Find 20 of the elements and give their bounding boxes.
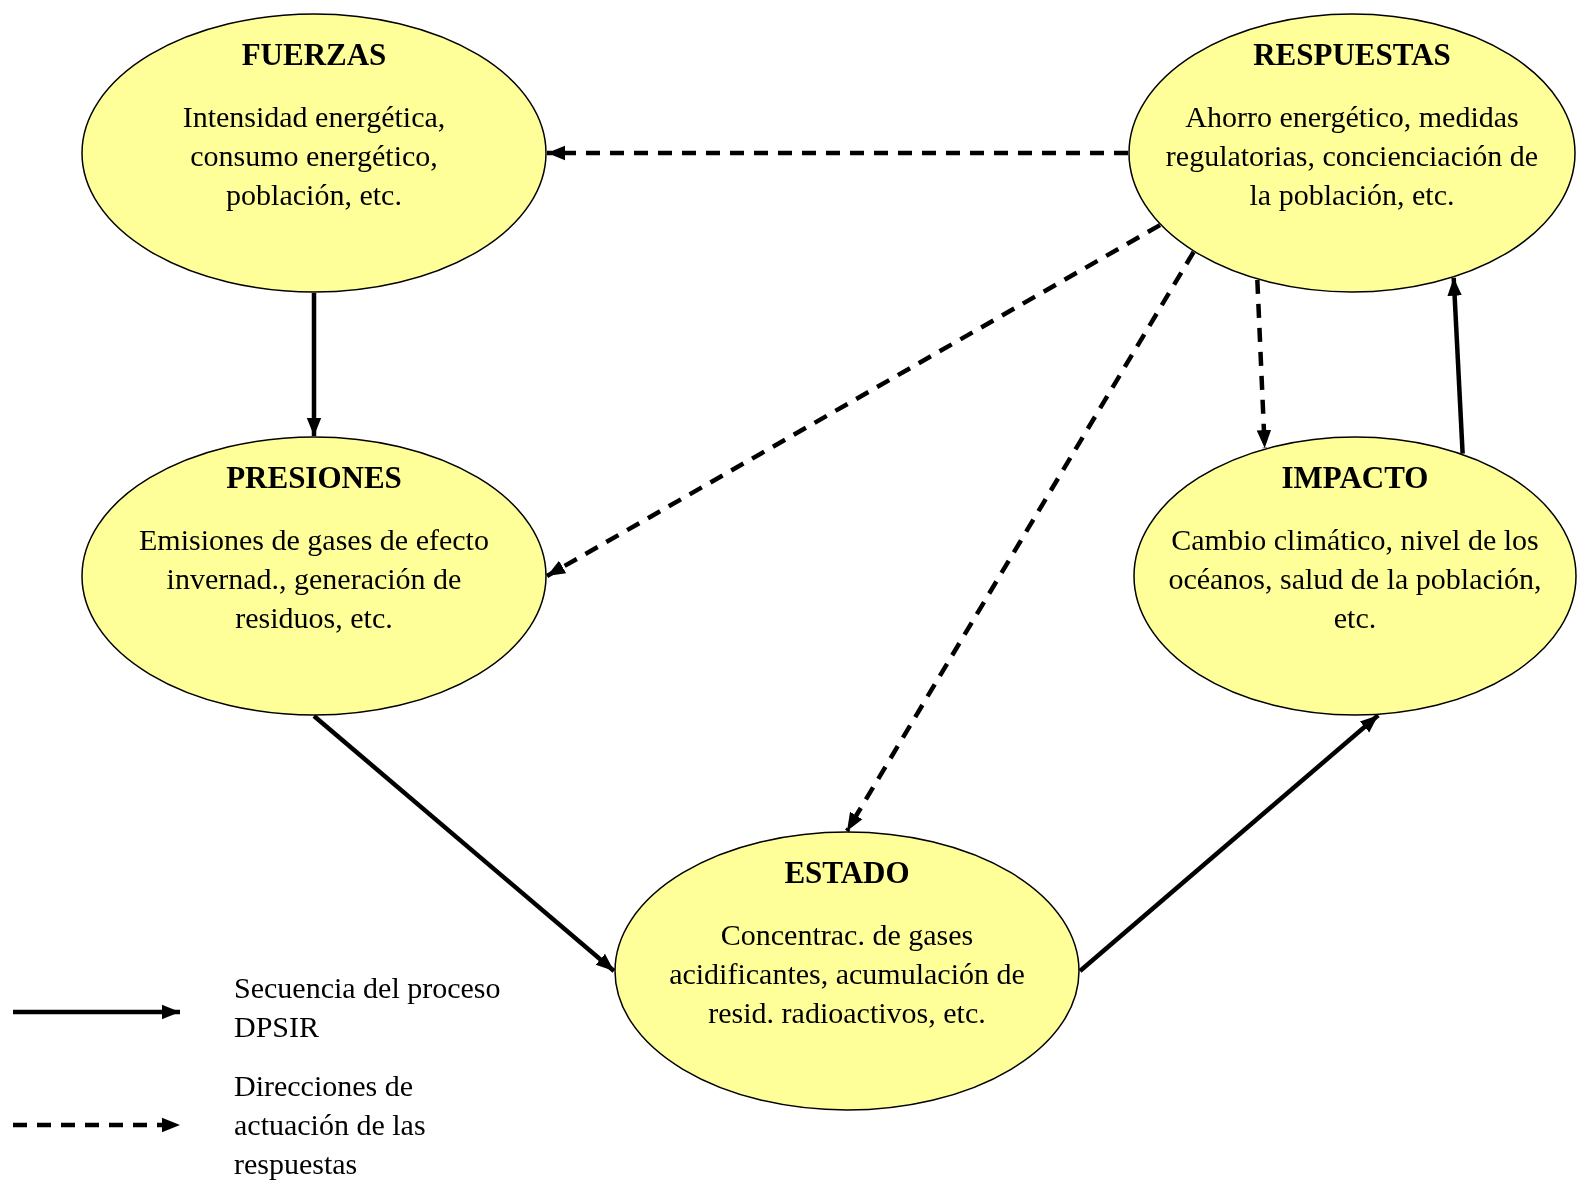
node-heading: PRESIONES	[225, 460, 403, 496]
node-description: Ahorro energético, medidas regulatorias, concienciación de la población, etc.	[1164, 99, 1540, 213]
legend-label: Direcciones de actuación de las respuestas	[234, 1068, 427, 1182]
arrow	[1078, 713, 1380, 973]
node-description: Intensidad energética, consumo energético, población, etc.	[181, 99, 447, 213]
arrow	[545, 223, 1162, 578]
arrow	[306, 293, 322, 436]
node-heading: IMPACTO	[1280, 460, 1430, 496]
arrow	[312, 714, 616, 973]
legend-label: Secuencia del proceso DPSIR	[234, 970, 502, 1045]
arrow	[845, 250, 1196, 833]
node-heading: ESTADO	[783, 855, 911, 891]
node-heading: RESPUESTAS	[1252, 37, 1452, 73]
node-description: Concentrac. de gases acidificantes, acumulación de resid. radioactivos, etc.	[668, 917, 1026, 1031]
node-description: Cambio climático, nivel de los océanos, salud de la población, etc.	[1167, 522, 1543, 636]
node-description: Emisiones de gases de efecto invernad., generación de residuos, etc.	[138, 522, 490, 636]
arrow	[1447, 277, 1465, 454]
arrow	[1255, 279, 1272, 449]
arrow	[547, 145, 1128, 161]
node-heading: FUERZAS	[240, 37, 388, 73]
